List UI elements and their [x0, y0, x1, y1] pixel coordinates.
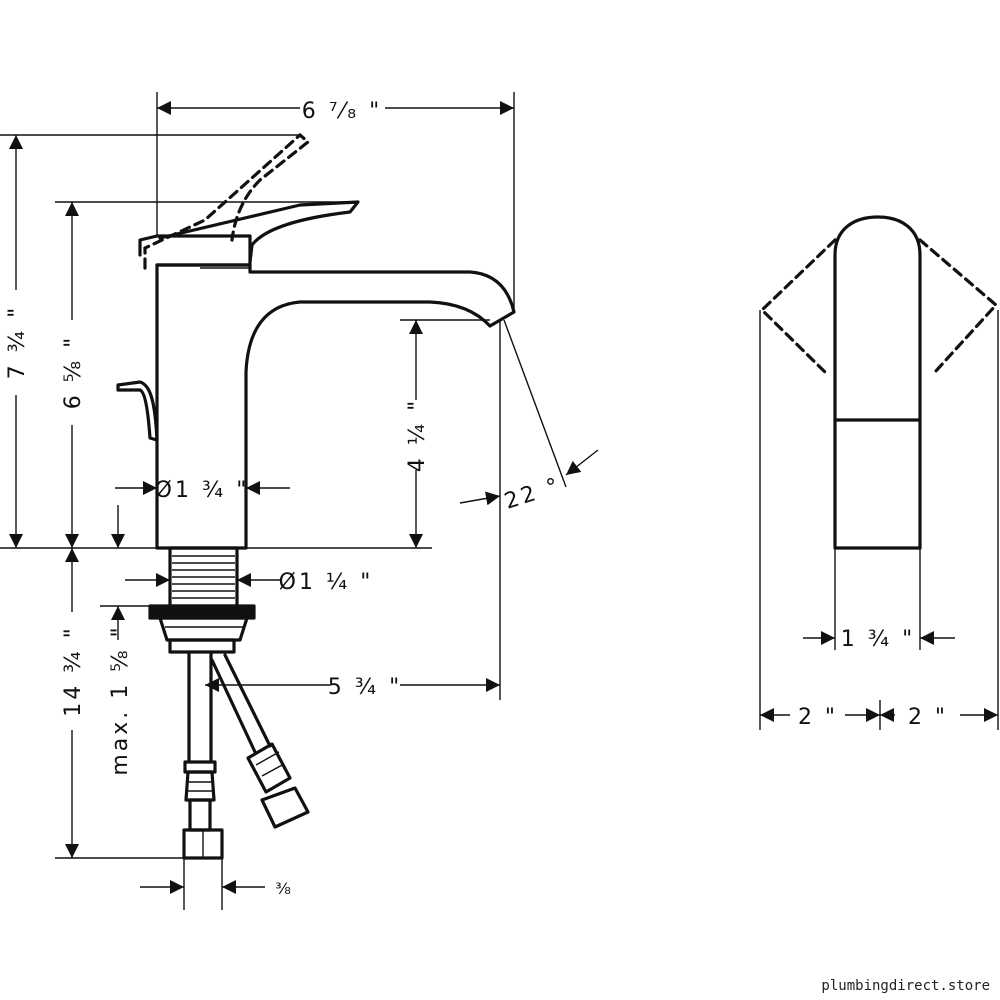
spout-angle-label: 22 ° — [502, 473, 565, 515]
total-height-label: 7 ¾ " — [5, 305, 30, 379]
threaded-shank — [168, 546, 239, 608]
shank-diameter-label: Ø1 ¼ " — [279, 570, 374, 595]
spout-reach-label: 5 ¾ " — [328, 675, 402, 700]
supply-hose-angled — [210, 653, 310, 829]
hose-length-label: 14 ¾ " — [61, 625, 86, 716]
max-deck-label: max. 1 ⅝ " — [108, 624, 133, 775]
spout-clearance-label: 4 ¼ " — [405, 398, 430, 472]
body-height-label: 6 ⅝ " — [61, 335, 86, 409]
hose-connection-label: ⅜ — [275, 879, 291, 898]
handle-swing-left-label: 2 " — [798, 705, 838, 730]
faucet-side-view — [0, 132, 516, 910]
supply-hose-straight — [182, 650, 224, 910]
overall-width-label: 6 ⁷⁄₈ " — [302, 99, 382, 124]
handle-swing-right-label: 2 " — [908, 705, 948, 730]
handle-width-label: 1 ¾ " — [841, 627, 915, 652]
dimension-labels: 6 ⁷⁄₈ " 7 ¾ " 6 ⅝ " 4 ¼ " 22 ° Ø1 ¾ " Ø1… — [5, 99, 948, 898]
faucet-front-view — [759, 215, 999, 730]
watermark: plumbingdirect.store — [821, 978, 990, 994]
body-diameter-label: Ø1 ¾ " — [155, 478, 250, 503]
dimension-lines — [0, 92, 998, 894]
